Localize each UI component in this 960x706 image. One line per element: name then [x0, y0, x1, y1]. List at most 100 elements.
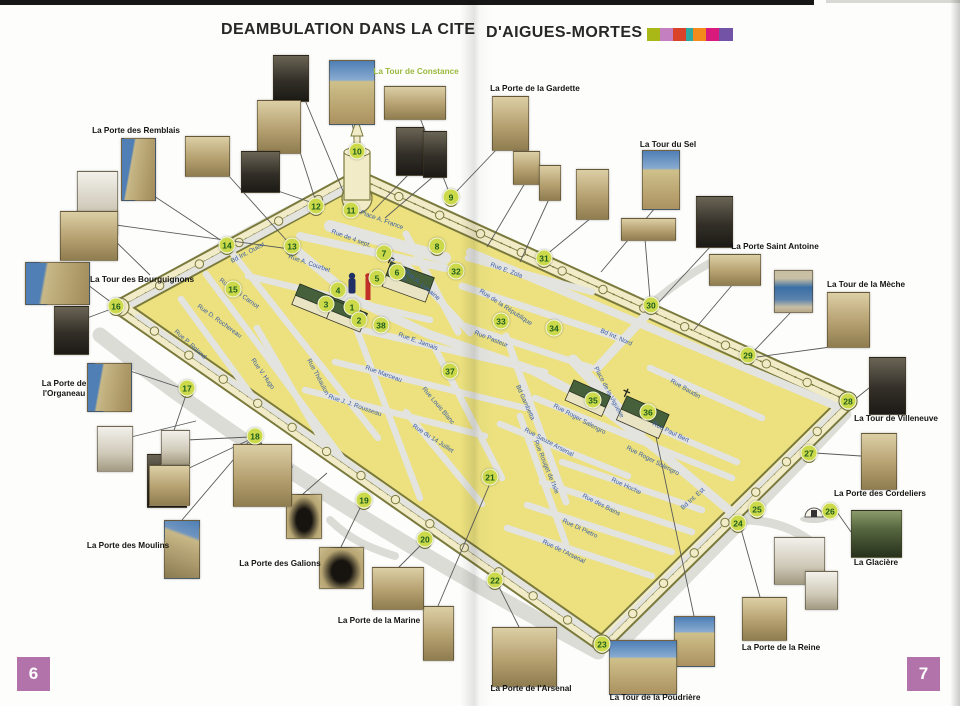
street-segment [347, 293, 433, 339]
photo-la-porte-des-galions [319, 547, 364, 589]
photo-connector-line [340, 503, 363, 548]
photo-la-porte-saint-antoine [696, 196, 733, 248]
photo-la-porte-des-moulins [164, 520, 200, 579]
map-marker-18: 18 [246, 427, 264, 445]
map-marker-25: 25 [748, 500, 766, 518]
page-title-left: DEAMBULATION DANS LA CITE [221, 21, 476, 38]
label-la-tour-de-la-poudri-re: La Tour de la Poudrière [609, 693, 701, 703]
photo-connector-line [371, 173, 410, 213]
photo-la-glaci-re [851, 510, 902, 558]
map-marker-24: 24 [729, 514, 747, 532]
street-segment [646, 364, 766, 422]
photo-detail-33 [286, 494, 322, 539]
map-marker-6: 6 [388, 263, 406, 281]
wall-tower-icon [184, 350, 194, 360]
wall-tower-icon [781, 457, 792, 467]
map-marker-3: 3 [317, 295, 335, 313]
photo-connector-line [519, 198, 550, 263]
photo-connector-line [398, 542, 424, 568]
photo-la-porte-de-la-marine [372, 567, 424, 610]
photo-detail-18 [709, 254, 761, 286]
photo-detail-27 [674, 616, 715, 667]
map-marker-13: 13 [283, 237, 301, 255]
photo-connector-line [277, 190, 314, 204]
wall-tower-icon [425, 518, 435, 529]
accent-chip-7 [719, 28, 733, 41]
label-la-porte-saint-antoine: La Porte Saint Antoine [731, 242, 819, 252]
photo-connector-line [853, 387, 870, 401]
photo-detail-1 [273, 55, 309, 102]
photo-connector-line [115, 224, 291, 250]
photo-connector-line [644, 238, 651, 300]
map-marker-21: 21 [481, 468, 499, 486]
accent-chip-4 [686, 28, 693, 41]
map-marker-29: 29 [739, 346, 757, 364]
wall-tower-icon [557, 266, 567, 276]
photo-detail-30 [423, 606, 454, 661]
street-segment [324, 220, 451, 264]
map-marker-10: 10 [348, 142, 366, 160]
map-marker-33: 33 [492, 312, 510, 330]
street-segment [516, 412, 570, 548]
map-marker-9: 9 [442, 188, 460, 206]
photo-connector-line [756, 345, 839, 358]
wall-tower-icon [720, 517, 730, 528]
map-marker-30: 30 [642, 296, 660, 314]
street-segment [595, 401, 665, 457]
street-segment [464, 254, 596, 296]
street-segment [538, 478, 696, 536]
photo-detail-19 [774, 270, 813, 313]
map-marker-28: 28 [839, 392, 857, 410]
wall-tower-icon [598, 284, 608, 295]
street-segment [523, 501, 676, 556]
street-segment [496, 420, 632, 480]
street-segment [226, 246, 382, 442]
street-segment [301, 386, 489, 440]
map-marker-36: 36 [639, 403, 657, 421]
photo-detail-5 [185, 136, 230, 177]
photo-connector-line [299, 151, 317, 203]
map-marker-16: 16 [107, 297, 125, 315]
photo-connector-line [384, 175, 435, 219]
accent-chip-3 [673, 28, 686, 41]
map-marker-26: 26 [821, 502, 839, 520]
label-la-porte-des-cordeliers: La Porte des Cordeliers [834, 489, 926, 499]
map-marker-37: 37 [441, 362, 459, 380]
photo-la-porte-de-l-arsenal [492, 627, 557, 687]
wall-tower-icon [658, 578, 669, 588]
photo-connector-line [486, 182, 526, 248]
map-marker-7: 7 [375, 244, 393, 262]
photo-la-tour-des-bourguignons [25, 262, 90, 305]
glaciere-dome-icon [800, 507, 828, 523]
map-marker-32: 32 [447, 262, 465, 280]
map-marker-2: 2 [350, 311, 368, 329]
photo-connector-line [497, 584, 520, 628]
label-la-tour-de-la-m-che: La Tour de la Mèche [826, 280, 906, 290]
photo-la-porte-de-l-organeau [87, 363, 132, 412]
label-la-porte-des-remblais: La Porte des Remblais [92, 126, 180, 136]
wall-tower-icon [287, 422, 297, 433]
wall-tower-icon [562, 615, 573, 625]
wall-tower-icon [528, 591, 538, 601]
wall-tower-icon [720, 340, 731, 350]
wall-tower-icon [802, 377, 812, 388]
photo-la-tour-de-villeneuve [869, 357, 906, 415]
map-marker-15: 15 [224, 280, 242, 298]
label-la-porte-des-galions: La Porte des Galions [239, 559, 321, 569]
photo-detail-16 [621, 218, 676, 241]
map-marker-4: 4 [329, 281, 347, 299]
scan-edge-top-right [826, 0, 960, 3]
scan-edge-right [950, 0, 960, 706]
photo-detail-14 [576, 169, 609, 220]
map-marker-11: 11 [342, 201, 360, 219]
map-marker-22: 22 [486, 571, 504, 589]
photo-connector-line [227, 174, 289, 243]
photo-detail-9 [396, 127, 424, 176]
wall-tower-icon [273, 216, 284, 226]
photo-detail-10 [423, 131, 447, 178]
photo-detail-13 [539, 165, 561, 201]
photo-la-tour-de-constance [329, 60, 375, 125]
wall-tower-icon [321, 446, 332, 457]
